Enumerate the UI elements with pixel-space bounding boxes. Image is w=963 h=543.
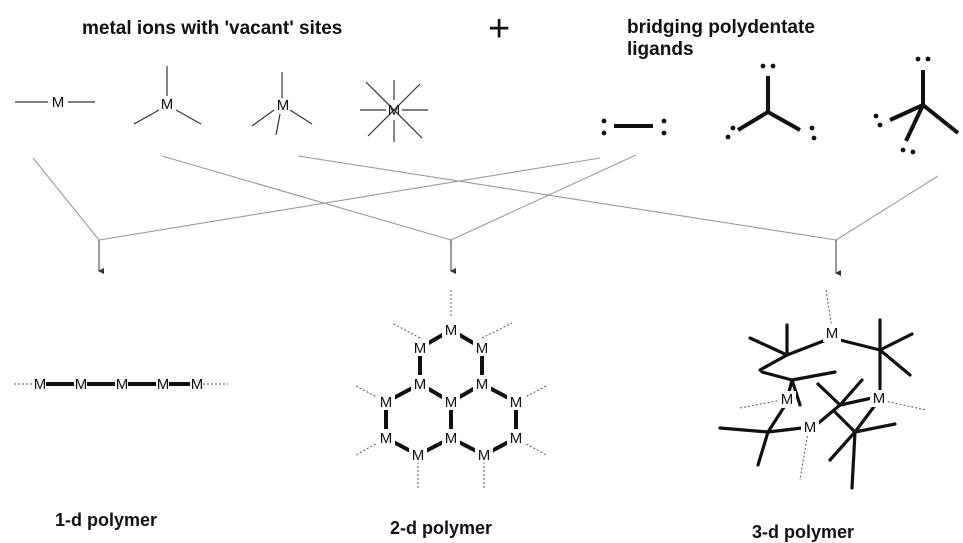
metal-node: M (191, 376, 204, 393)
polymer-1d-structure: M M M M M (14, 376, 228, 393)
metal-node: M (157, 376, 170, 393)
ligands-heading-line2: ligands (627, 39, 694, 60)
metal-node: M (510, 394, 523, 411)
metal-node: M (873, 390, 886, 407)
metal-node: M (510, 430, 523, 447)
arrows (98, 240, 841, 276)
metal-node: M (380, 394, 393, 411)
ligand-tridentate (725, 63, 817, 141)
metal-symbol: M (277, 97, 290, 114)
metal-node: M (412, 447, 425, 464)
metal-octahedral-geometry: M (360, 80, 428, 142)
ligand-tetradentate (873, 56, 960, 155)
ligand-linear-bidentate (601, 118, 667, 136)
metal-tetrahedral-geometry: M (251, 72, 313, 136)
metal-node: M (380, 430, 393, 447)
metal-node: M (445, 430, 458, 447)
metal-trigonal-geometry: M (133, 66, 202, 125)
metal-node: M (75, 376, 88, 393)
metal-node: M (826, 325, 839, 342)
connector-lines (32, 154, 939, 241)
metal-node: M (414, 340, 427, 357)
metal-node: M (445, 322, 458, 339)
metal-node: M (476, 340, 489, 357)
metal-node: M (116, 376, 129, 393)
metal-node: M (781, 391, 794, 408)
metal-symbol: M (388, 102, 401, 119)
metal-symbol: M (52, 94, 65, 111)
plus-sign: + (488, 8, 511, 50)
metal-node: M (445, 394, 458, 411)
metal-linear-geometry: M (15, 94, 95, 111)
metal-ions-heading: metal ions with 'vacant' sites (82, 18, 343, 39)
polymer-2d-structure: M M M M M M M M M M M M M (355, 290, 547, 490)
metal-node: M (804, 419, 817, 436)
metal-node: M (34, 376, 47, 393)
metal-node: M (476, 376, 489, 393)
metal-node: M (478, 447, 491, 464)
metal-node: M (414, 376, 427, 393)
polymer-2d-label: 2-d polymer (390, 518, 493, 538)
ligands-heading: bridging polydentate ligands (627, 17, 815, 61)
polymer-3d-label: 3-d polymer (752, 522, 855, 542)
polymer-1d-label: 1-d polymer (55, 510, 158, 530)
metal-symbol: M (161, 96, 174, 113)
polymer-3d-structure: M M M M (718, 289, 927, 490)
ligands-heading-line1: bridging polydentate (627, 17, 815, 38)
